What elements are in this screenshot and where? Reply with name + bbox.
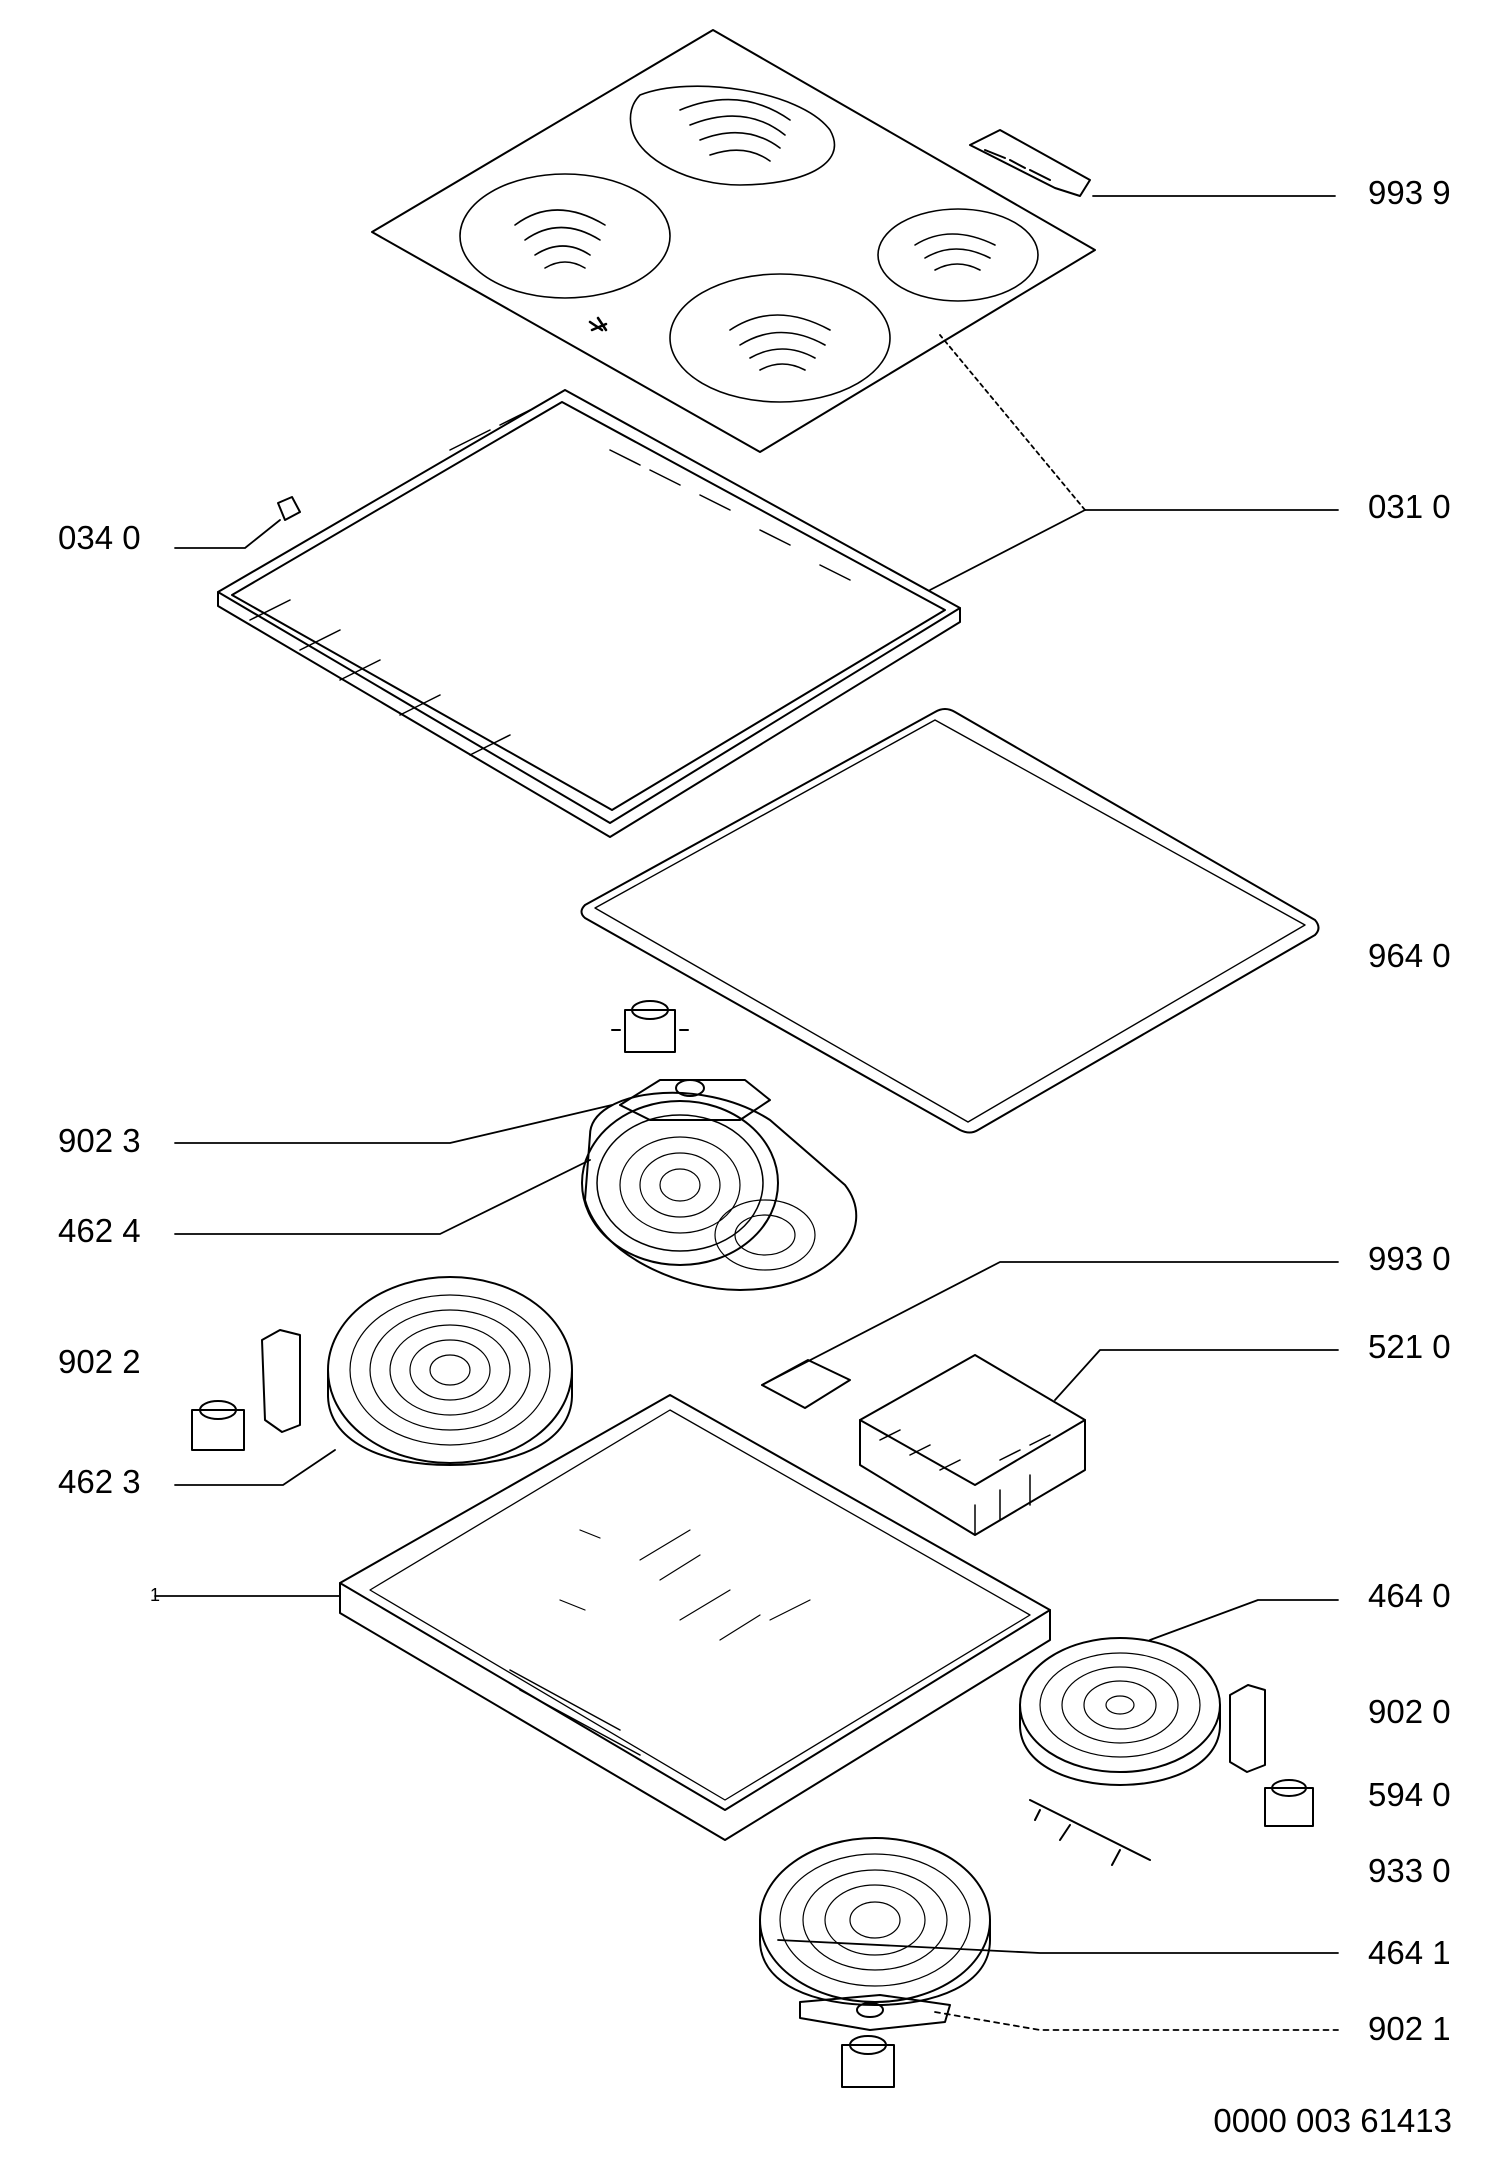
label-9021: 902 1: [1368, 2010, 1451, 2047]
label-4624: 462 4: [58, 1212, 141, 1249]
glass-top-plate: [371, 29, 1096, 453]
heater-4640: [1019, 1637, 1314, 1866]
label-5210: 521 0: [1368, 1328, 1451, 1365]
plate-9023: [619, 1079, 771, 1121]
leader-lines: [154, 195, 1339, 2031]
label-1: 1: [150, 1585, 161, 1605]
plate-9021: [799, 1994, 951, 2031]
bracket-0340: [277, 496, 301, 521]
terminal-block-5210: [859, 1354, 1086, 1536]
thermostat-9021: [841, 2035, 895, 2088]
base-tray: [339, 1394, 1051, 1841]
label-9022: 902 2: [58, 1343, 141, 1380]
clip-9939: [969, 129, 1091, 197]
label-0340: 034 0: [58, 519, 141, 556]
label-9330: 933 0: [1368, 1852, 1451, 1889]
thermostat-5940: [1264, 1779, 1314, 1827]
label-9640: 964 0: [1368, 937, 1451, 974]
label-4623: 462 3: [58, 1463, 141, 1500]
clip-9930: [761, 1359, 851, 1409]
label-9939: 993 9: [1368, 174, 1451, 211]
sensor-9330: [1029, 1799, 1151, 1866]
label-9930: 993 0: [1368, 1240, 1451, 1277]
label-4640: 464 0: [1368, 1577, 1451, 1614]
label-0310: 031 0: [1368, 488, 1451, 525]
drawing-number: 0000 003 61413: [1213, 2102, 1452, 2139]
gasket-9640: [580, 708, 1320, 1134]
heater-4624: [581, 1000, 858, 1291]
label-4641: 464 1: [1368, 1934, 1451, 1971]
heater-4641: [759, 1837, 991, 2088]
label-9023: 902 3: [58, 1122, 141, 1159]
bracket-9022: [261, 1329, 301, 1433]
heater-4623: [191, 1276, 573, 1466]
thermostat-9022: [191, 1400, 245, 1451]
label-9020: 902 0: [1368, 1693, 1451, 1730]
label-5940: 594 0: [1368, 1776, 1451, 1813]
bracket-9020: [1229, 1684, 1266, 1773]
thermostat-9023: [611, 1000, 689, 1053]
hob-frame: [217, 389, 961, 838]
